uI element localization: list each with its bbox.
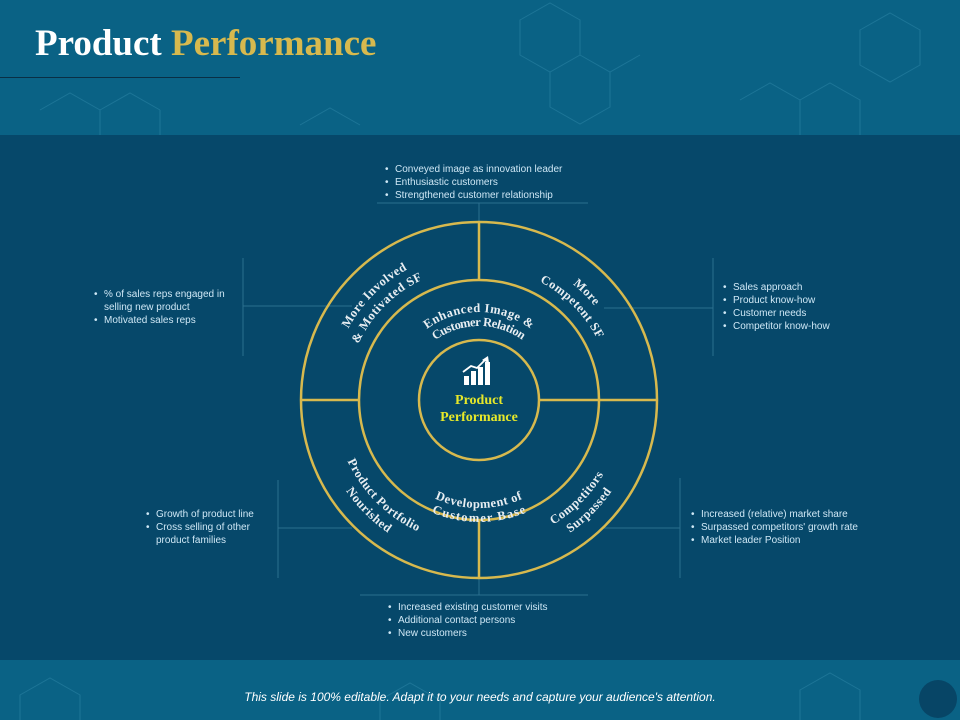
bullets-bottom: Increased existing customer visits Addit… [388, 601, 608, 640]
bullets-left: % of sales reps engaged in selling new p… [94, 288, 242, 327]
bullets-bottom-right: Increased (relative) market share Surpas… [691, 508, 911, 547]
hexagon-pattern [39, 2, 921, 135]
list-item: Growth of product line [146, 508, 274, 521]
list-item: % of sales reps engaged in selling new p… [94, 288, 242, 314]
corner-circle [919, 680, 957, 718]
list-item: Surpassed competitors' growth rate [691, 521, 911, 534]
rings [299, 220, 659, 580]
footer-band: This slide is 100% editable. Adapt it to… [0, 660, 960, 720]
list-item: Conveyed image as innovation leader [385, 163, 605, 176]
footer-hexagon-pattern [19, 672, 861, 720]
list-item: New customers [388, 627, 608, 640]
list-item: Sales approach [723, 281, 873, 294]
list-item: Motivated sales reps [94, 314, 242, 327]
leader-lines [242, 202, 714, 596]
list-item: Market leader Position [691, 534, 911, 547]
list-item: Enthusiastic customers [385, 176, 605, 189]
page-title: Product Performance [35, 22, 376, 65]
title-main: Product [35, 23, 162, 64]
list-item: Increased existing customer visits [388, 601, 608, 614]
bullets-right: Sales approach Product know-how Customer… [723, 281, 873, 333]
center-label-line1: Product [455, 393, 503, 408]
bar-chart-growth-icon [462, 356, 490, 385]
outer-tr-line2: Competent SF [538, 272, 607, 341]
list-item: Cross selling of other product families [146, 521, 274, 547]
bullets-top: Conveyed image as innovation leader Enth… [385, 163, 605, 202]
title-accent: Performance [171, 23, 377, 64]
center-label-line2: Performance [440, 410, 518, 425]
list-item: Customer needs [723, 307, 873, 320]
footer-note: This slide is 100% editable. Adapt it to… [244, 690, 716, 704]
bullets-bottom-left: Growth of product line Cross selling of … [146, 508, 274, 547]
list-item: Additional contact persons [388, 614, 608, 627]
list-item: Increased (relative) market share [691, 508, 911, 521]
list-item: Competitor know-how [723, 320, 873, 333]
header-band: Product Performance [0, 0, 960, 135]
list-item: Product know-how [723, 294, 873, 307]
center-label: Product Performance [419, 392, 539, 426]
title-underline [0, 77, 240, 78]
list-item: Strengthened customer relationship [385, 189, 605, 202]
